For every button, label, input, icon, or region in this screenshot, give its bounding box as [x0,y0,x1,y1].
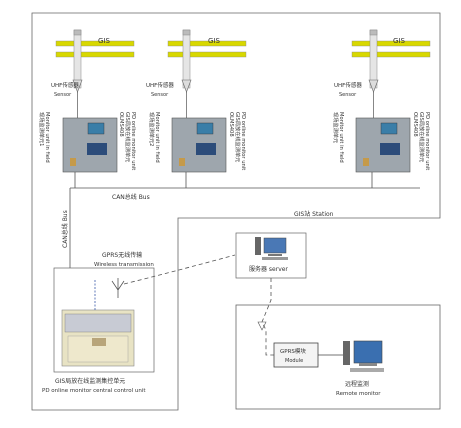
svg-text:GIS局放在线监测单元: GIS局放在线监测单元 [418,112,426,162]
remote-boundary [235,304,441,410]
sensor-label-en: Sensor [151,92,169,98]
uhf-sensor-2: UHF传感器 Sensor [146,79,192,98]
server-computer-icon [255,237,288,260]
sensor-label-en: Sensor [54,92,72,98]
unit-screen [196,122,214,135]
gis-station-boundary [31,12,441,411]
sensor-icon [368,79,379,93]
unit-screen [87,122,105,135]
svg-text:OLMS408: OLMS408 [228,112,234,137]
svg-text:Monitor unit in field: Monitor unit in field [44,112,50,163]
svg-text:现场监测单元2: 现场监测单元2 [148,112,156,146]
field-unit-2: 现场监测单元2 Monitor unit in field OLMS408 GI… [148,112,246,173]
unit-connector [363,158,369,166]
gprs-module-label: GPRS模块 [280,347,306,355]
uhf-sensor-1: UHF传感器 Sensor [51,79,83,98]
server-link [261,278,274,356]
svg-text:PD online monitor unit: PD online monitor unit [240,112,246,170]
gis-pipe-3: GIS [351,29,431,89]
svg-text:现场监测单元1: 现场监测单元1 [38,112,46,146]
unit-panel [380,143,400,155]
field-unit-1: 现场监测单元1 Monitor unit in field OLMS408 GI… [38,112,136,173]
wireless-link [123,254,236,285]
unit-connector [70,158,76,166]
can-bus-line [70,172,420,189]
svg-text:现场监测单元: 现场监测单元 [332,112,340,143]
sensor-label-cn: UHF传感器 [51,81,79,89]
field-unit-3: 现场监测单元 Monitor unit in field OLMS408 GIS… [332,112,430,173]
svg-text:Monitor unit in field: Monitor unit in field [154,112,160,163]
sensor-label-cn: UHF传感器 [146,81,174,89]
gis-label: GIS [393,37,405,45]
svg-text:Monitor unit in field: Monitor unit in field [338,112,344,163]
central-unit-label-cn: GIS局放在线监测集控单元 [55,377,125,385]
uhf-sensor-3: UHF传感器 Sensor [334,79,379,98]
sensor-icon [181,79,192,93]
svg-text:OLMS408: OLMS408 [118,112,124,137]
can-bus-label: CAN总线 Bus [112,193,150,201]
svg-text:GIS局放在线监测单元: GIS局放在线监测单元 [124,112,132,162]
svg-text:GIS局放在线监测单元: GIS局放在线监测单元 [234,112,242,162]
sensor-cables [77,92,374,118]
gis-label: GIS [98,37,110,45]
remote-label-en: Remote monitor [336,391,381,397]
remote-monitor-computer-icon [343,340,384,372]
central-unit-box [53,267,155,373]
unit-panel [196,143,216,155]
svg-text:PD online monitor unit: PD online monitor unit [130,112,136,170]
gis-pipe-2: GIS [167,29,247,89]
svg-text:PD online monitor unit: PD online monitor unit [424,112,430,170]
antenna-icon [111,278,125,298]
unit-connector [179,158,185,166]
gis-pipe-1: GIS [55,29,135,89]
central-control-cabinet [61,309,135,367]
central-unit-label-en: PD online monitor central control unit [42,388,146,394]
gprs-label-cn: GPRS无线传输 [102,251,142,259]
link-antenna-icon [257,321,267,331]
remote-label-cn: 远程监测 [345,380,369,388]
gis-station-label: GIS站 Station [294,210,334,218]
sensor-label-en: Sensor [339,92,357,98]
gis-label: GIS [208,37,220,45]
server-label: 服务器 server [249,265,288,273]
sensor-label-cn: UHF传感器 [334,81,362,89]
gprs-label-en: Wireless transmission [94,262,154,268]
unit-screen [380,122,398,135]
can-bus-label-vertical: CAN总线 Bus [61,210,69,248]
gprs-module-label-en: Module [285,358,303,364]
svg-text:OLMS408: OLMS408 [412,112,418,137]
sensor-icon [72,79,83,93]
unit-panel [87,143,107,155]
gprs-module-box [273,342,319,368]
